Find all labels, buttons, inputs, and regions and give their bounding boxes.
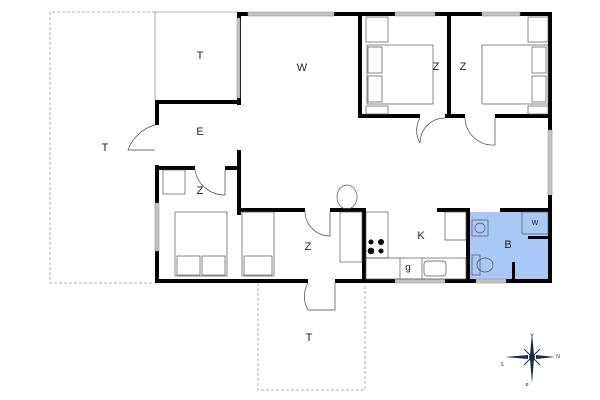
compass-south-label: ø [525, 382, 529, 388]
room-label-kitchen: K [417, 230, 425, 242]
kitchen-g-label: g [405, 262, 411, 274]
room-label-terrace: T [196, 50, 204, 62]
windows [154, 11, 553, 284]
stove-burners [367, 239, 384, 255]
room-label-entrance: E [196, 126, 204, 138]
compass-east-label: N [556, 354, 560, 360]
room-label-bedroom: Z [304, 241, 312, 253]
room-label-terrace: T [305, 332, 313, 344]
room-label-bedroom: Z [196, 185, 204, 197]
compass-west-label: S [500, 362, 504, 368]
compass-icon [505, 333, 555, 383]
room-label-living: W [296, 62, 308, 74]
room-label-bedroom: Z [459, 61, 467, 73]
bathroom-floor [470, 212, 548, 279]
room-label-bedroom: Z [432, 61, 440, 73]
room-label-bathroom: B [504, 239, 512, 251]
compass-north-label: V [530, 333, 534, 339]
doors[interactable] [127, 117, 496, 311]
bathroom-w-label: w [531, 217, 539, 227]
room-label-terrace: T [101, 142, 109, 154]
terraces [49, 11, 366, 391]
furniture [162, 16, 549, 280]
